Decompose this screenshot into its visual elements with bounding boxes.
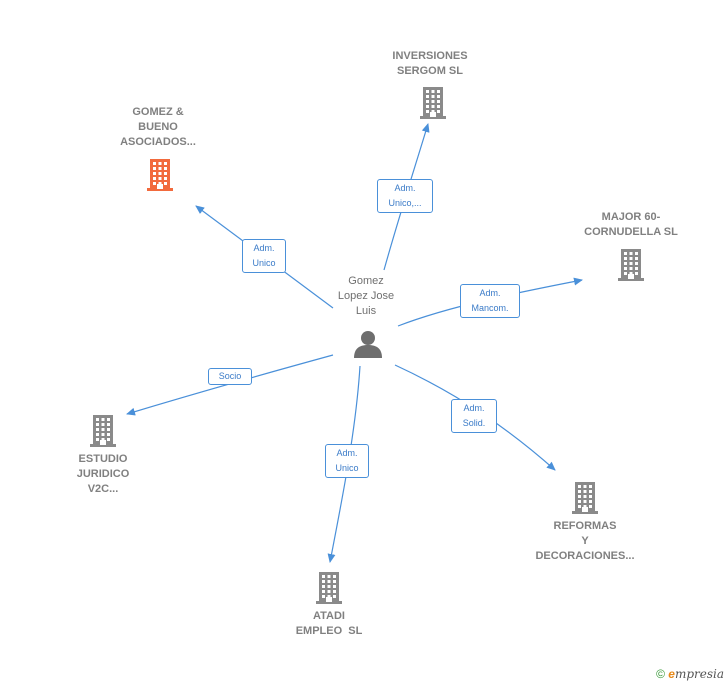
copyright-symbol: © — [656, 667, 665, 681]
person-icon[interactable] — [352, 328, 384, 360]
company-name-inversiones[interactable]: INVERSIONES SERGOM SL — [392, 50, 468, 77]
company-name-major[interactable]: MAJOR 60- CORNUDELLA SL — [584, 211, 678, 238]
company-name-gomez[interactable]: GOMEZ & BUENO ASOCIADOS... — [120, 106, 196, 148]
company-name-estudio[interactable]: ESTUDIO JURIDICO V2C... — [76, 453, 130, 495]
building-icon-reformas[interactable] — [569, 480, 601, 519]
building-icon-atadi[interactable] — [313, 570, 345, 609]
brand-name: mpresia — [674, 667, 724, 681]
footer-brand: © empresia — [656, 667, 724, 681]
role-label-reformas[interactable]: Adm. Solid. — [451, 399, 497, 433]
role-label-estudio[interactable]: Socio — [208, 368, 252, 385]
building-icon-estudio[interactable] — [87, 413, 119, 452]
role-label-inversiones[interactable]: Adm. Unico,... — [377, 179, 433, 213]
company-name-reformas[interactable]: REFORMAS Y DECORACIONES... — [535, 520, 635, 562]
role-label-atadi[interactable]: Adm. Unico — [325, 444, 369, 478]
building-icon-inversiones[interactable] — [417, 85, 449, 124]
building-icon-gomez[interactable] — [144, 157, 176, 196]
person-name[interactable]: Gomez Lopez Jose Luis — [337, 275, 395, 317]
company-name-atadi[interactable]: ATADI EMPLEO SL — [295, 610, 363, 637]
brand-logo-e: e — [668, 667, 675, 681]
role-label-gomez[interactable]: Adm. Unico — [242, 239, 286, 273]
building-icon-major[interactable] — [615, 247, 647, 286]
role-label-major[interactable]: Adm. Mancom. — [460, 284, 520, 318]
